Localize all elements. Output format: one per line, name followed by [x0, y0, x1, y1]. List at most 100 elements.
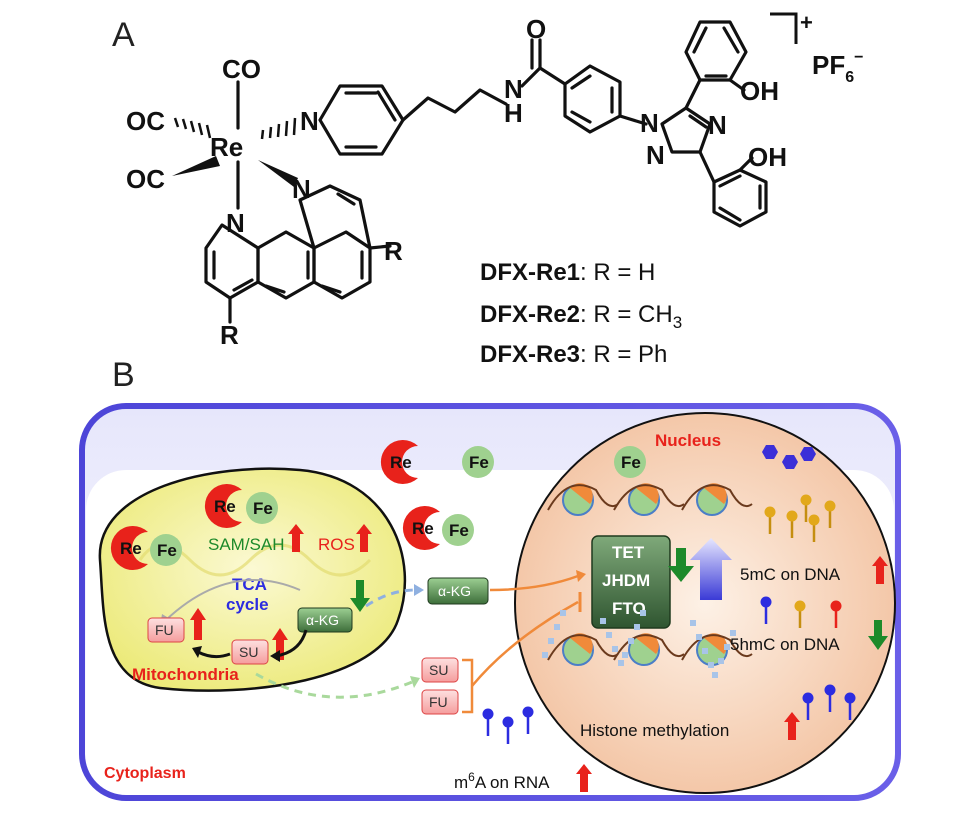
su-box-mito [231, 639, 269, 665]
fe-ball-label: Fe [253, 499, 273, 518]
re-ball [402, 506, 440, 550]
nucleobase-hexagon [782, 455, 798, 469]
histone-tail-mark [542, 652, 548, 658]
fe-ball-label: Fe [449, 521, 469, 540]
atom-oh-bottom: OH [748, 142, 787, 172]
re-ball [204, 484, 242, 528]
histone-tail-mark [554, 624, 560, 630]
histone-tail-mark [702, 648, 708, 654]
histone-tail-mark [730, 630, 736, 636]
fu-label-cyto: FU [429, 694, 448, 710]
panel-b-label: B [112, 356, 135, 394]
cytoplasm-label: Cytoplasm [104, 765, 186, 782]
histone-segment [704, 633, 727, 654]
histone-tail-mark [628, 638, 634, 644]
fe-ball [614, 446, 646, 478]
methyl-mark [786, 510, 798, 522]
akg-box-cyto [427, 577, 489, 605]
mitochondria-label: Mitochondria [132, 665, 239, 684]
histone-tail-mark [548, 638, 554, 644]
dna-methyl-pins [482, 445, 856, 744]
histone-tail-mark [618, 660, 624, 666]
dna-5hmc-down-arrow [868, 620, 888, 650]
histone-tail-mark [600, 618, 606, 624]
compound-dfx-re2: DFX-Re2: R = CH3 [480, 301, 682, 332]
ros-label: ROS [318, 535, 355, 554]
fe-ball [462, 446, 494, 478]
atom-n-phen-2: N [226, 208, 245, 238]
atom-r-bottom: R [220, 320, 239, 350]
histone-tail-mark [634, 624, 640, 630]
methyl-mark [808, 514, 820, 526]
atom-h-amide: H [504, 98, 523, 128]
panel-a-label: A [112, 16, 135, 54]
akg-export-arrow [365, 588, 417, 608]
methyl-mark [824, 684, 836, 696]
dna-wrap [613, 484, 685, 511]
akg-label-mito: α-KG [306, 612, 339, 628]
atom-n-pyridine: N [300, 106, 319, 136]
dna-5mc-up-arrow [872, 556, 888, 584]
histone-tail-mark [690, 620, 696, 626]
su-label-mito: SU [239, 644, 258, 660]
histone-tail-mark [708, 662, 714, 668]
re-ball [380, 440, 418, 484]
atom-oh-top: OH [740, 76, 779, 106]
fe-ball-label: Fe [469, 453, 489, 472]
re-ball-label: Re [412, 519, 434, 538]
dna-wrap [681, 484, 753, 511]
histone-up-arrow [784, 712, 800, 740]
dna-wrap [681, 634, 753, 661]
methyl-mark [764, 506, 776, 518]
m6a-up-arrow [576, 764, 592, 792]
atom-n-triazole-2: N [708, 110, 727, 140]
m6a-label: m6A on RNA [454, 770, 550, 792]
dna-wrap [547, 484, 619, 511]
fu-box-mito [147, 617, 185, 643]
histone-segment [570, 483, 593, 504]
su-up-arrow [272, 628, 288, 660]
methyl-mark [482, 708, 494, 720]
akg-down-arrow-mito [350, 580, 370, 612]
methyl-mark [830, 600, 842, 612]
dna-wrap [547, 634, 619, 661]
tca-label-2: cycle [226, 595, 269, 614]
histone-tail-mark [640, 610, 646, 616]
histone-tail-mark [606, 632, 612, 638]
histone-segment [704, 483, 727, 504]
nucleus-label: Nucleus [655, 431, 721, 450]
atom-o-amide: O [526, 14, 546, 44]
rhenium-complex-structure [172, 20, 768, 324]
atom-n-amide: N [504, 74, 523, 104]
atom-oc-upper: OC [126, 106, 165, 136]
nucleus [514, 412, 896, 794]
dna-wrap [613, 634, 685, 661]
histone-label: Histone methylation [580, 721, 729, 740]
re-ball-label: Re [214, 497, 236, 516]
fu-box-cyto [421, 689, 459, 715]
enzyme-jhdm: JHDM [602, 571, 650, 590]
akg-label-cyto: α-KG [438, 583, 471, 599]
atom-r-right: R [384, 236, 403, 266]
su-to-fu-arrow [197, 650, 231, 659]
counterion: PF6− [812, 49, 863, 86]
sam-sah-up-arrow [288, 524, 304, 552]
nucleosomes [542, 483, 753, 678]
fe-ball-label: Fe [157, 541, 177, 560]
methyl-mark [800, 494, 812, 506]
fe-ball [150, 534, 182, 566]
charge-sign: + [800, 10, 813, 35]
tca-label-1: TCA [232, 575, 267, 594]
enzyme-box [591, 535, 671, 629]
su-box-cyto [421, 657, 459, 683]
compound-dfx-re3: DFX-Re3: R = Ph [480, 341, 667, 368]
methyl-mark [522, 706, 534, 718]
histone-tail-mark [712, 672, 718, 678]
tca-arrow [165, 579, 301, 621]
su-label-cyto: SU [429, 662, 448, 678]
methyl-mark [802, 692, 814, 704]
enzyme-down-arrow [668, 548, 694, 582]
fe-ball-label: Fe [621, 453, 641, 472]
dna-5mc-label: 5mC on DNA [740, 565, 841, 584]
